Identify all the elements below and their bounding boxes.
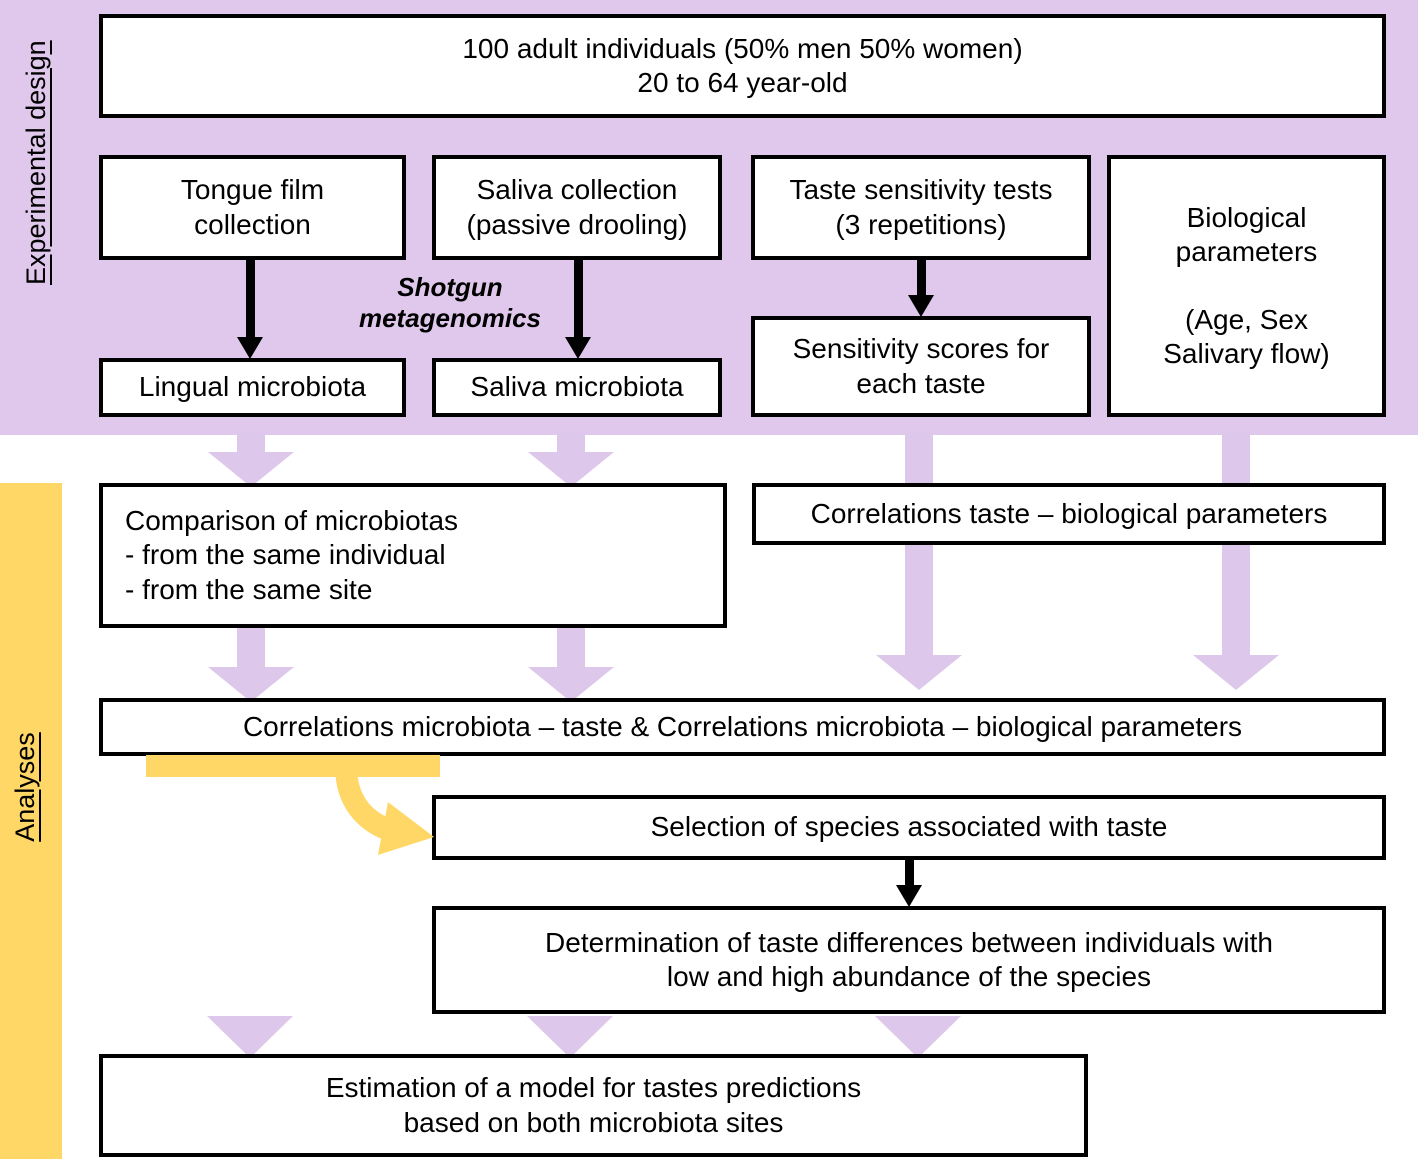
purple-arrowhead-to-model-1 [207,1016,293,1058]
box-model-estimation-text: Estimation of a model for tastes predict… [325,1072,862,1138]
box-correlations-taste-biological: Correlations taste – biological paramete… [752,483,1386,545]
annotation-shotgun-metagenomics: Shotgun metagenomics [358,272,542,334]
box-saliva-collection-text: Saliva collection (passive drooling) [466,174,688,240]
box-biological-parameters-text: Biological parameters (Age, Sex Salivary… [1163,201,1330,370]
black-arrow-tests-to-scores [901,259,941,317]
box-sensitivity-scores-text: Sensitivity scores for each taste [792,333,1050,399]
box-correlations-microbiota: Correlations microbiota – taste & Correl… [99,698,1386,756]
box-taste-sensitivity-tests: Taste sensitivity tests (3 repetitions) [751,155,1091,260]
yellow-curved-arrow [140,752,460,867]
purple-arrowhead-to-model-3 [875,1016,961,1058]
box-selection-of-species: Selection of species associated with tas… [432,795,1386,860]
box-sensitivity-scores: Sensitivity scores for each taste [751,316,1091,417]
box-cohort-text: 100 adult individuals (50% men 50% women… [462,32,1023,98]
purple-arrowhead-to-model-2 [527,1016,613,1058]
box-lingual-microbiota: Lingual microbiota [99,358,406,417]
purple-arrow-comparison-to-correlations-right [528,626,614,702]
box-tongue-film-collection: Tongue film collection [99,155,406,260]
box-saliva-microbiota-text: Saliva microbiota [470,371,684,403]
black-arrow-selection-to-determination [889,859,929,907]
box-cohort: 100 adult individuals (50% men 50% women… [99,14,1386,118]
box-tongue-film-collection-text: Tongue film collection [180,174,325,240]
purple-arrow-saliva-to-comparison [528,432,614,487]
experimental-design-label: Experimental design [21,40,51,285]
box-selection-of-species-text: Selection of species associated with tas… [650,811,1168,843]
analyses-label: Analyses [10,732,40,842]
box-saliva-collection: Saliva collection (passive drooling) [432,155,722,260]
box-comparison-of-microbiotas: Comparison of microbiotas - from the sam… [99,483,727,628]
box-biological-parameters: Biological parameters (Age, Sex Salivary… [1107,155,1386,417]
box-determination-of-differences-text: Determination of taste differences betwe… [545,926,1273,992]
box-determination-of-differences: Determination of taste differences betwe… [432,906,1386,1014]
box-lingual-microbiota-text: Lingual microbiota [138,371,367,403]
analyses-band [0,483,62,1159]
black-arrow-tongue-to-lingual [230,259,270,359]
purple-arrow-lingual-to-comparison [208,432,294,487]
box-saliva-microbiota: Saliva microbiota [432,358,722,417]
purple-arrow-sensitivity-to-correlations [876,432,962,690]
box-taste-sensitivity-tests-text: Taste sensitivity tests (3 repetitions) [789,174,1053,240]
box-comparison-of-microbiotas-text: Comparison of microbiotas - from the sam… [125,505,459,605]
box-correlations-microbiota-text: Correlations microbiota – taste & Correl… [242,710,1243,742]
box-correlations-taste-biological-text: Correlations taste – biological paramete… [810,497,1328,529]
purple-arrow-comparison-to-correlations-left [208,626,294,702]
purple-arrow-biological-to-correlations [1193,432,1279,690]
black-arrow-saliva-collection-to-saliva-microbiota [558,259,598,359]
box-model-estimation: Estimation of a model for tastes predict… [99,1054,1088,1157]
